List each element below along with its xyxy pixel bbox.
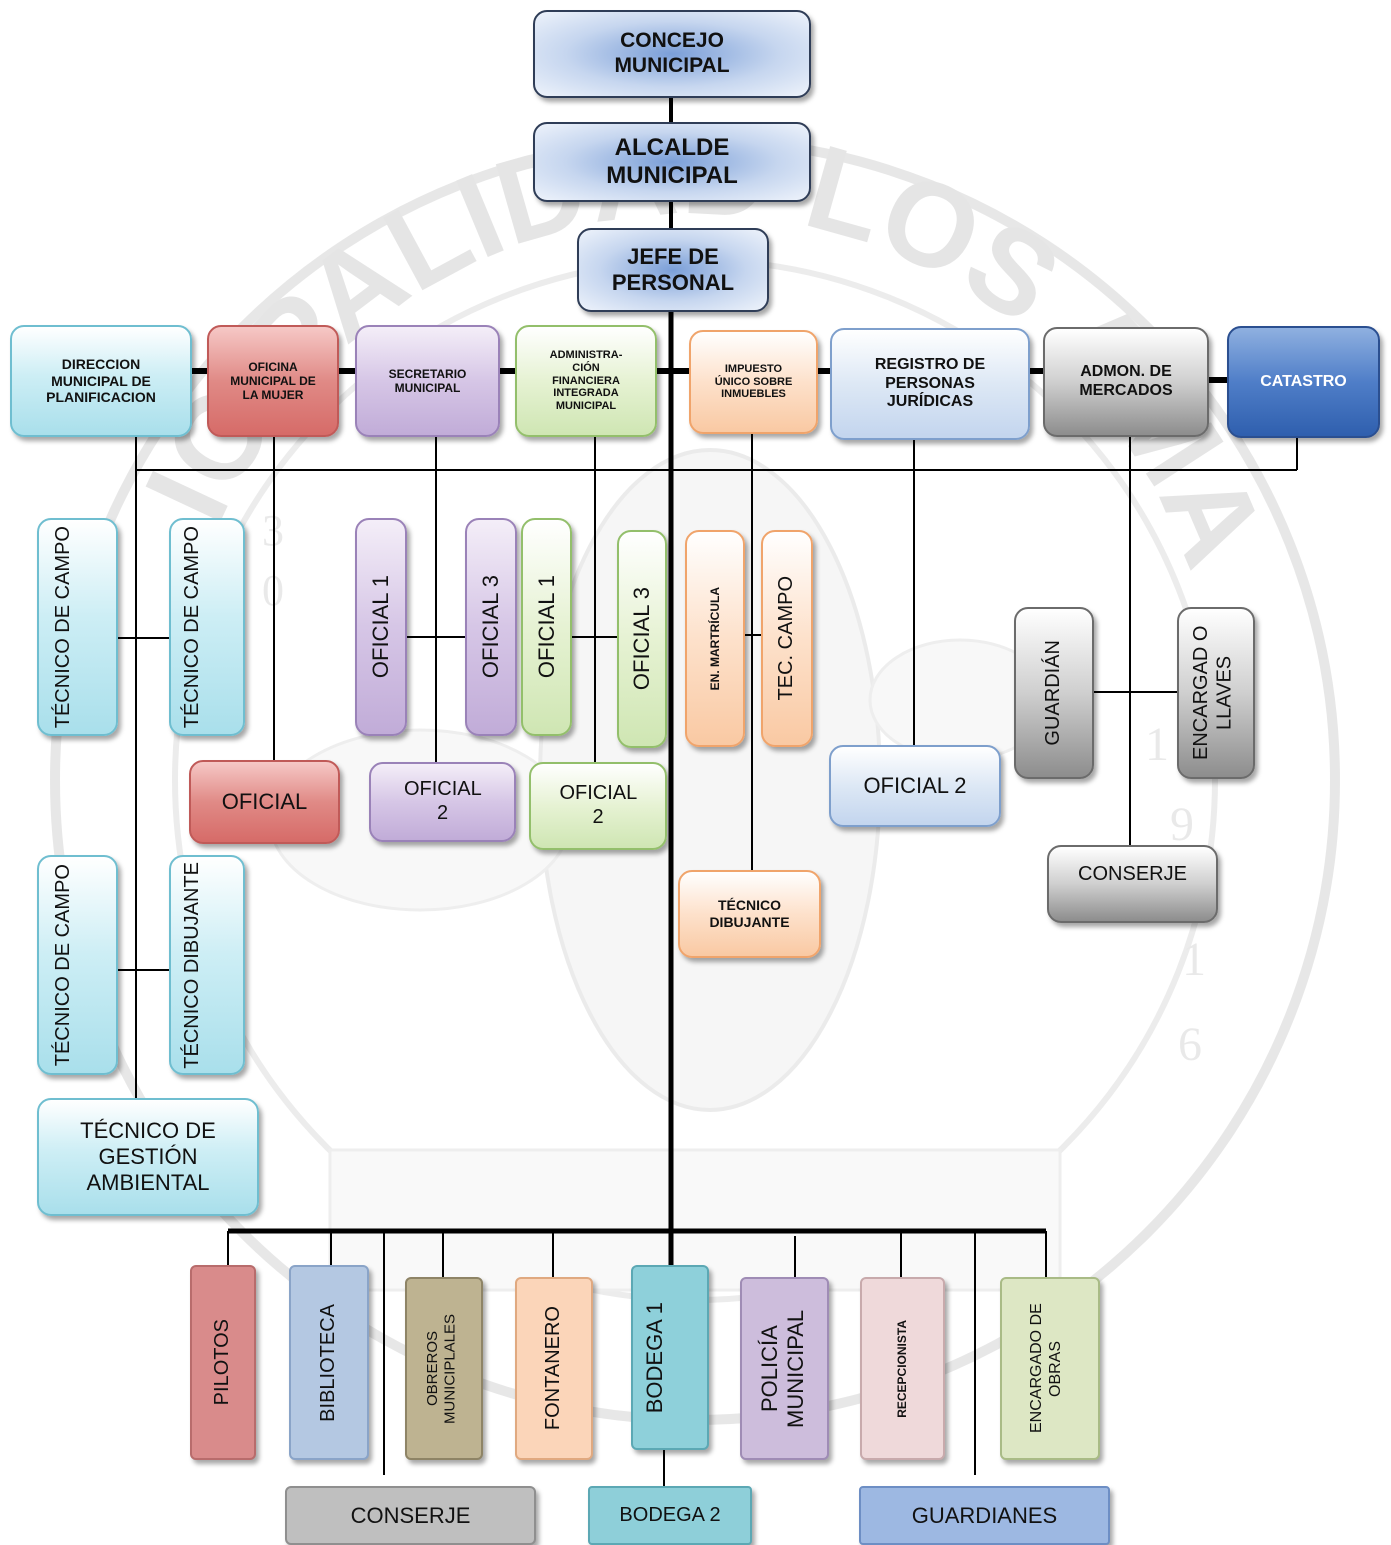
dmp-box: DIRECCION MUNICIPAL DE PLANIFICACION (10, 325, 192, 437)
bodega-2-box: BODEGA 2 (588, 1486, 752, 1545)
secretario-municipal-box: SECRETARIO MUNICIPAL (355, 325, 500, 437)
watermark-digit: 1 (1182, 933, 1206, 986)
sec-oficial-1: OFICIAL 1 (355, 518, 407, 736)
dmp-tecnico-campo-3: TÉCNICO DE CAMPO (37, 855, 118, 1075)
recepcionista-box: RECEPCIONISTA (860, 1277, 945, 1460)
catastro-box: CATASTRO (1227, 326, 1380, 438)
iusi-en-matricula: EN. MARTRÍCULA (685, 530, 745, 747)
afim-oficial-3: OFICIAL 3 (617, 530, 667, 748)
iusi-box: IMPUESTO ÚNICO SOBRE INMUEBLES (689, 330, 818, 434)
dmp-tecnico-campo-1: TÉCNICO DE CAMPO (37, 518, 118, 736)
obreros-municipales-box: OBREROS MUNICIPLALES (405, 1277, 483, 1460)
dmp-tecnico-campo-2: TÉCNICO DE CAMPO (169, 518, 245, 736)
iusi-tec-campo: TEC. CAMPO (761, 530, 813, 747)
sec-oficial-2: OFICIAL 2 (369, 762, 516, 842)
afim-oficial-1: OFICIAL 1 (521, 518, 572, 736)
mercados-guardian: GUARDIÁN (1014, 607, 1094, 779)
watermark-digit: 6 (1178, 1018, 1202, 1071)
iusi-tecnico-dibujante: TÉCNICO DIBUJANTE (678, 870, 821, 958)
fontanero-box: FONTANERO (515, 1277, 593, 1460)
omm-box: OFICINA MUNICIPAL DE LA MUJER (207, 325, 339, 437)
pilotos-box: PILOTOS (190, 1265, 256, 1460)
sec-oficial-3: OFICIAL 3 (465, 518, 517, 736)
guardianes-box: GUARDIANES (859, 1486, 1110, 1545)
alcalde-municipal-box: ALCALDE MUNICIPAL (533, 122, 811, 202)
jefe-de-personal-box: JEFE DE PERSONAL (577, 228, 769, 312)
afim-oficial-2: OFICIAL 2 (529, 762, 667, 850)
conserje-box: CONSERJE (285, 1486, 536, 1545)
biblioteca-box: BIBLIOTECA (289, 1265, 369, 1460)
policia-municipal-box: POLICÍA MUNICIPAL (740, 1277, 829, 1460)
mercados-conserje: CONSERJE (1047, 845, 1218, 923)
afim-box: ADMINISTRA-CIÓN FINANCIERA INTEGRADA MUN… (515, 325, 657, 437)
mercados-encargado-llaves: ENCARGAD O LLAVES (1177, 607, 1255, 779)
concejo-municipal-box: CONCEJO MUNICIPAL (533, 10, 811, 98)
dmp-tecnico-gestion-ambiental: TÉCNICO DE GESTIÓN AMBIENTAL (37, 1098, 259, 1216)
registro-personas-juridicas-box: REGISTRO DE PERSONAS JURÍDICAS (830, 328, 1030, 440)
registro-oficial-2: OFICIAL 2 (829, 745, 1001, 827)
encargado-obras-box: ENCARGADO DE OBRAS (1000, 1277, 1100, 1460)
watermark-digit: 1 (1145, 718, 1169, 771)
admon-mercados-box: ADMON. DE MERCADOS (1043, 327, 1209, 437)
watermark-digit: 9 (1170, 798, 1194, 851)
dmp-tecnico-dibujante: TÉCNICO DIBUJANTE (169, 855, 245, 1075)
omm-oficial: OFICIAL (189, 760, 340, 844)
bodega-1-box: BODEGA 1 (631, 1265, 709, 1450)
